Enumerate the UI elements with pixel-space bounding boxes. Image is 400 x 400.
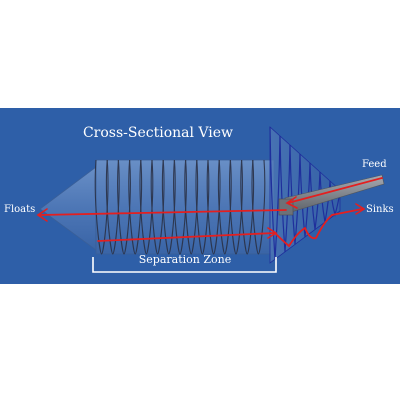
cone-helix-loop: [299, 153, 311, 238]
cone-helix-loop: [279, 135, 291, 252]
sinks-flow-line: [274, 208, 363, 248]
helix-loop: [240, 159, 255, 255]
helix-loop: [161, 159, 176, 255]
feed-flow-line: [287, 177, 383, 204]
floats-label: Floats: [4, 204, 35, 215]
helix-loop: [94, 159, 109, 255]
feed-arrowhead: [285, 196, 298, 209]
helix-loop: [139, 159, 154, 255]
feed-label: Feed: [362, 159, 387, 170]
helix-loop: [117, 159, 131, 255]
helix-loop: [184, 159, 199, 255]
floats-arrowhead: [36, 208, 48, 222]
floats-flow-line: [39, 209, 287, 216]
helix-loop: [128, 159, 143, 255]
cone-helix-loop: [269, 126, 281, 260]
helix-loop: [206, 159, 221, 255]
helix-loop: [229, 159, 243, 255]
diagram-title: Cross-Sectional View: [83, 125, 233, 141]
helix-loop: [173, 159, 187, 255]
cone-helix-loop: [289, 144, 301, 245]
helix-loop: [150, 159, 165, 255]
helix-loop: [251, 159, 266, 255]
separation-zone-label: Separation Zone: [139, 253, 231, 266]
flow-lines: [36, 177, 383, 248]
cone-helix-loop: [309, 162, 321, 230]
helix-loop: [217, 159, 232, 255]
cone-helix: [269, 126, 341, 260]
helix-loop: [195, 159, 210, 255]
sinks-label: Sinks: [366, 204, 394, 215]
bottom-arrowhead: [267, 227, 278, 239]
bottom-flow-line: [97, 232, 276, 242]
separation-zone-bracket: [92, 257, 277, 273]
sinks-arrowhead: [355, 203, 366, 215]
cylinder-helix: [94, 159, 266, 255]
helix-loop: [105, 159, 120, 255]
